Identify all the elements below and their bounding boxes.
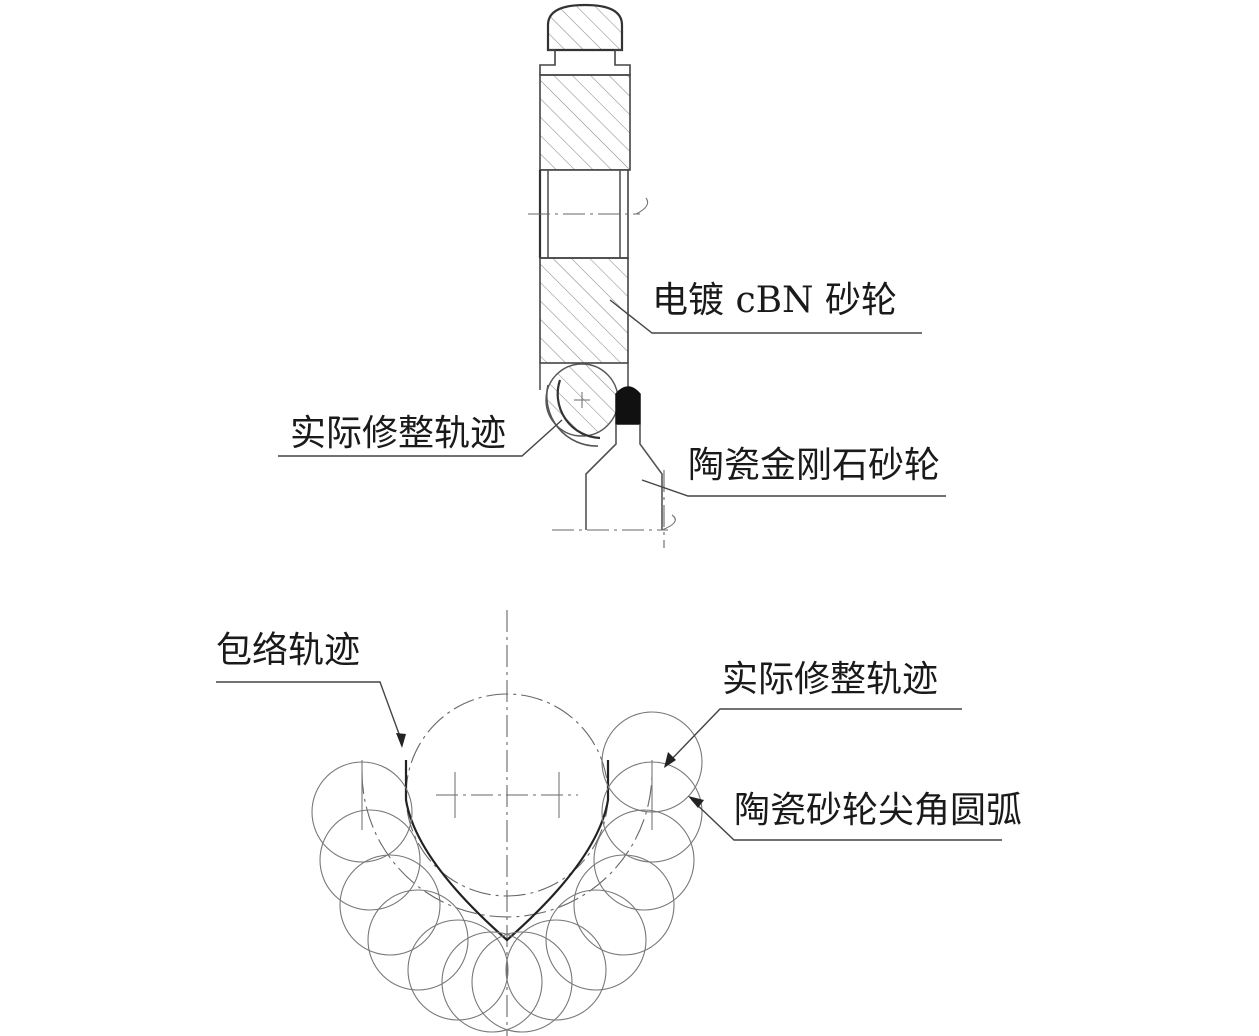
cbn-wheel-section bbox=[528, 3, 649, 437]
envelope-diagram bbox=[311, 610, 703, 1036]
wheel-upper-body bbox=[539, 74, 631, 171]
leader-envelope-path bbox=[216, 681, 403, 743]
arrow-ceramic-tip-arc bbox=[688, 796, 704, 808]
label-actual-dressing-path-top: 实际修整轨迹 bbox=[290, 413, 506, 454]
label-actual-dressing-path-bottom: 实际修整轨迹 bbox=[722, 659, 938, 700]
leader-cbn-wheel bbox=[609, 299, 922, 334]
leader-dressing-path-bottom bbox=[667, 708, 962, 764]
diamond-dresser-tip bbox=[615, 386, 641, 425]
label-envelope-path: 包络轨迹 bbox=[216, 630, 360, 671]
wheel-lower-body bbox=[539, 257, 629, 364]
label-electroplated-cbn-wheel: 电镀 cBN 砂轮 bbox=[652, 280, 897, 321]
label-vitrified-diamond-wheel: 陶瓷金刚石砂轮 bbox=[688, 445, 940, 486]
arrow-dressing-path-bottom bbox=[664, 752, 676, 768]
leader-dressing-path-top bbox=[278, 419, 563, 457]
wheel-top-cap bbox=[546, 3, 624, 52]
envelope-outline bbox=[404, 760, 610, 942]
wheel-neck bbox=[539, 49, 631, 76]
leader-ceramic-tip-arc bbox=[691, 799, 1002, 841]
diamond-dresser bbox=[552, 386, 676, 548]
centre-path-arc bbox=[361, 771, 653, 918]
leader-diamond-wheel bbox=[641, 479, 946, 497]
arrow-envelope-path bbox=[396, 733, 406, 748]
tip-circles bbox=[311, 711, 703, 1033]
label-ceramic-wheel-tip-arc: 陶瓷砂轮尖角圆弧 bbox=[734, 790, 1022, 831]
top-dressing-path-arc bbox=[556, 379, 601, 440]
